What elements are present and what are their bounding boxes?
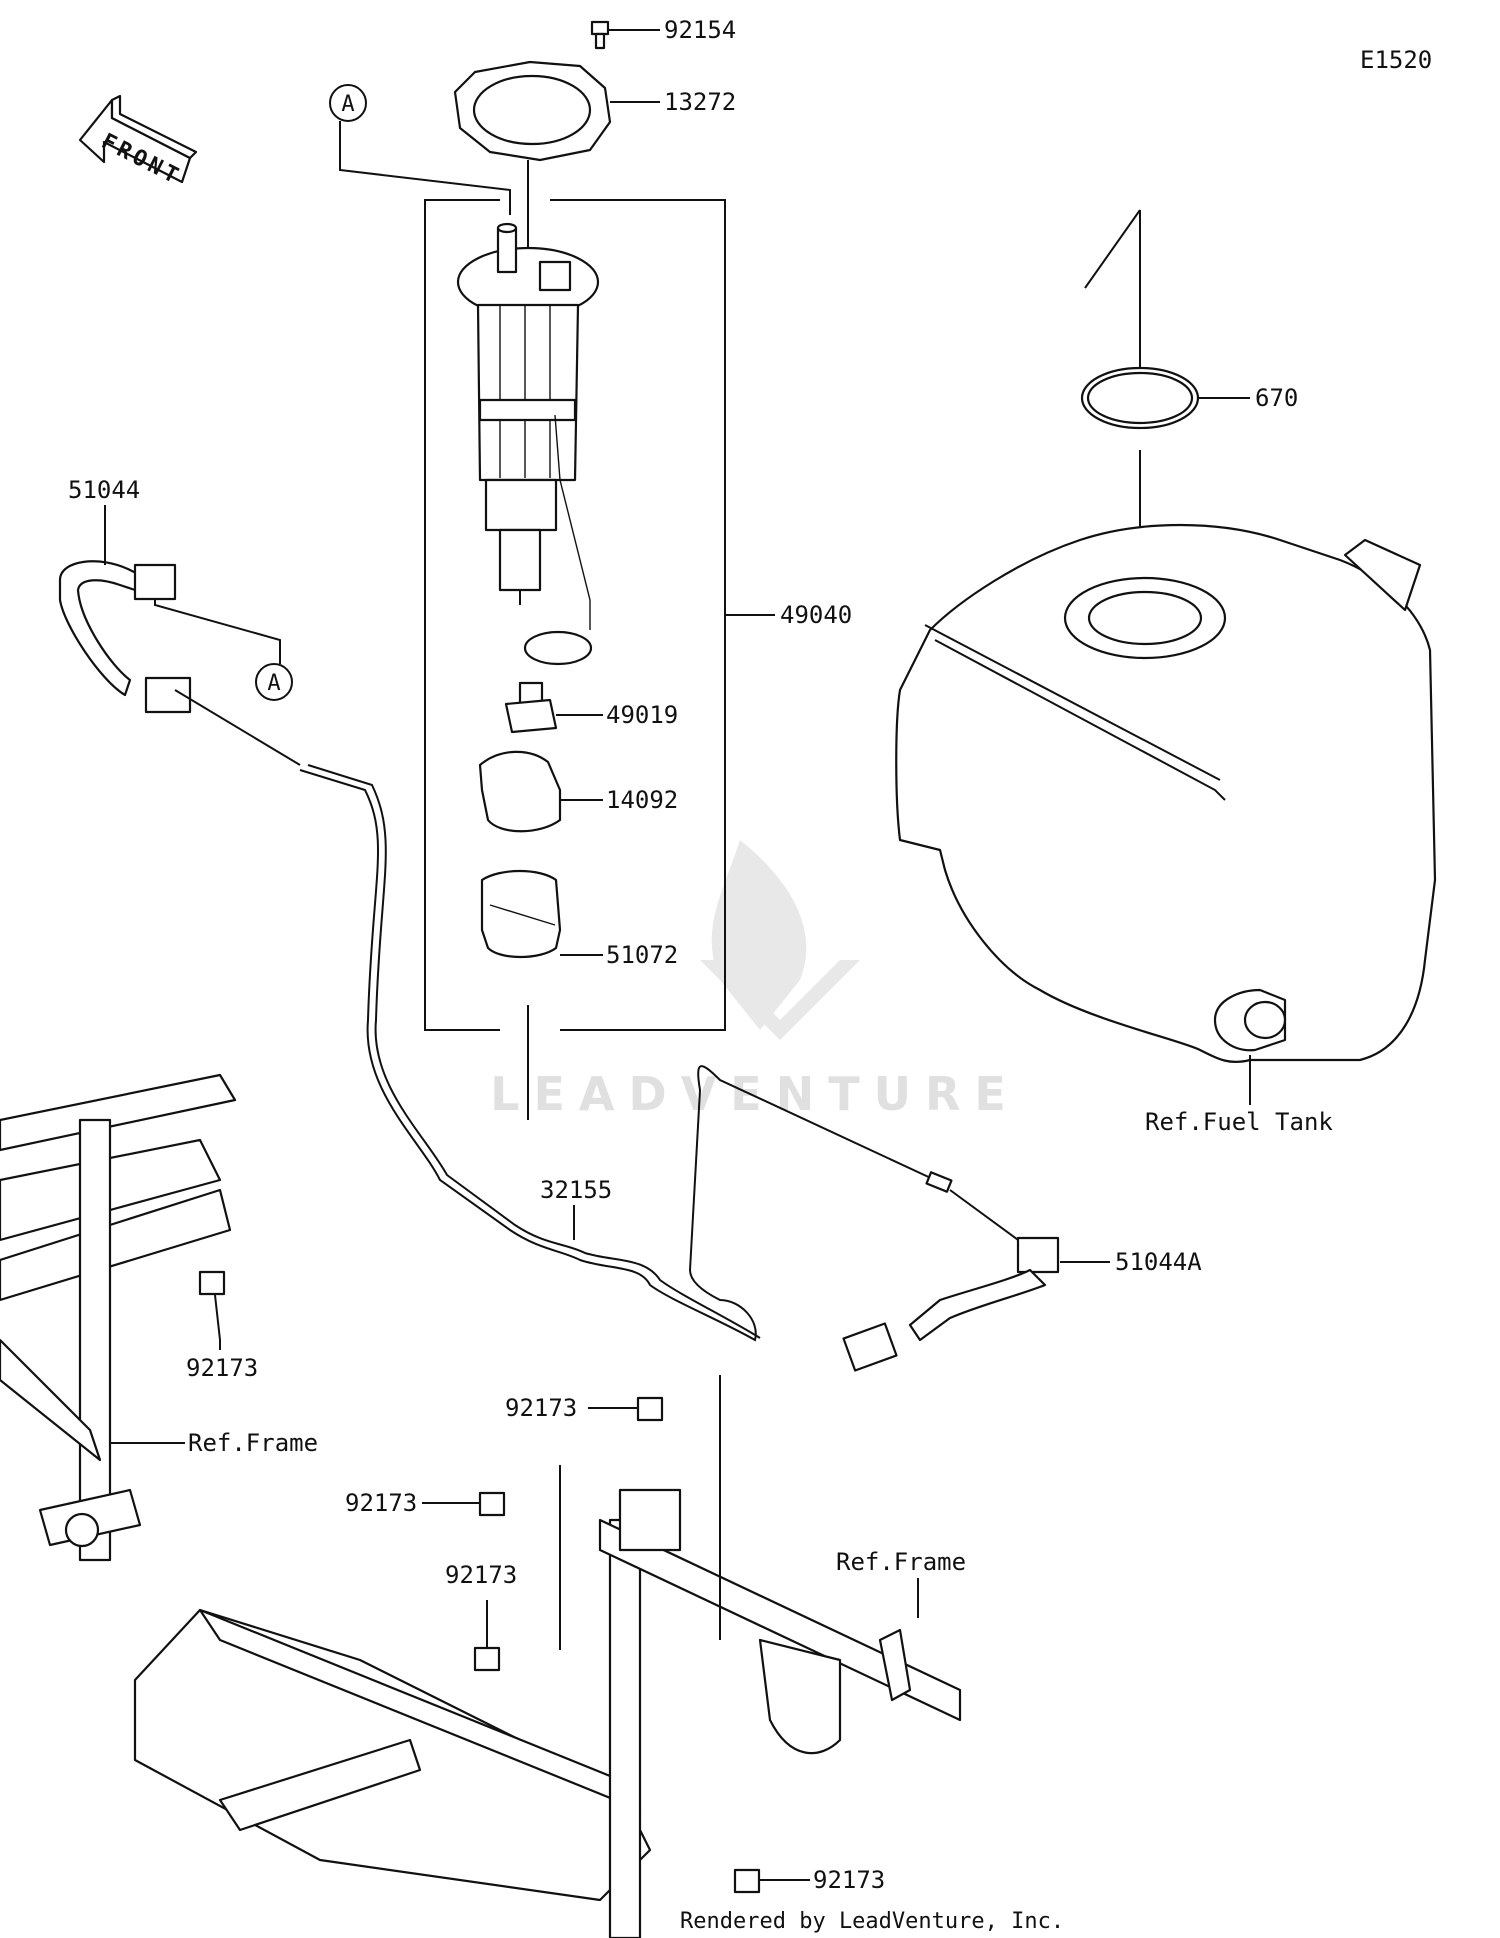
watermark: LEADVENTURE — [490, 840, 1020, 1121]
label-51044: 51044 — [68, 476, 140, 504]
frame-lower — [133, 1375, 962, 1938]
cover-51072 — [480, 869, 603, 958]
label-51044A: 51044A — [1115, 1248, 1202, 1276]
label-92173-e: 92173 — [813, 1866, 885, 1894]
label-670: 670 — [1255, 384, 1298, 412]
label-32155: 32155 — [540, 1176, 612, 1204]
clip-92173-b — [588, 1396, 664, 1422]
svg-text:A: A — [267, 671, 280, 696]
diagram-code: E1520 — [1360, 46, 1432, 74]
label-92154: 92154 — [664, 16, 736, 44]
clamp-14092 — [478, 750, 603, 833]
gasket-13272 — [453, 60, 660, 162]
assembly-box-49040 — [424, 199, 775, 1031]
hose-51044A — [842, 1189, 1110, 1372]
front-arrow-icon: FRONT — [78, 94, 198, 190]
o-ring-670 — [1080, 209, 1250, 620]
label-13272: 13272 — [664, 88, 736, 116]
ref-circle-a-top: A — [329, 84, 511, 215]
label-51072: 51072 — [606, 941, 678, 969]
clip-92173-a — [198, 1270, 226, 1350]
fuel-pump-49040 — [456, 222, 600, 666]
strainer-49019 — [504, 681, 603, 734]
label-92173-d: 92173 — [445, 1561, 517, 1589]
label-ref-frame-right: Ref.Frame — [836, 1548, 966, 1576]
clip-92173-e — [733, 1868, 810, 1894]
clip-92173-c — [422, 1491, 506, 1517]
footer-credit: Rendered by LeadVenture, Inc. — [680, 1909, 1064, 1934]
watermark-text: LEADVENTURE — [490, 1067, 1020, 1121]
watermark-logo-icon — [700, 840, 860, 1040]
label-49040: 49040 — [780, 601, 852, 629]
svg-text:A: A — [341, 92, 354, 117]
label-ref-frame-left: Ref.Frame — [188, 1429, 318, 1457]
label-49019: 49019 — [606, 701, 678, 729]
label-92173-b: 92173 — [505, 1394, 577, 1422]
clip-92173-d — [473, 1600, 501, 1672]
hose-51044 — [58, 505, 301, 766]
label-92173-c: 92173 — [345, 1489, 417, 1517]
fuel-tank — [895, 523, 1437, 1105]
fuel-line-32155 — [299, 764, 953, 1342]
label-ref-fuel-tank: Ref.Fuel Tank — [1145, 1108, 1333, 1136]
frame-left — [0, 1073, 237, 1562]
label-92173-a: 92173 — [186, 1354, 258, 1382]
bolt-92154 — [590, 20, 660, 50]
label-14092: 14092 — [606, 786, 678, 814]
